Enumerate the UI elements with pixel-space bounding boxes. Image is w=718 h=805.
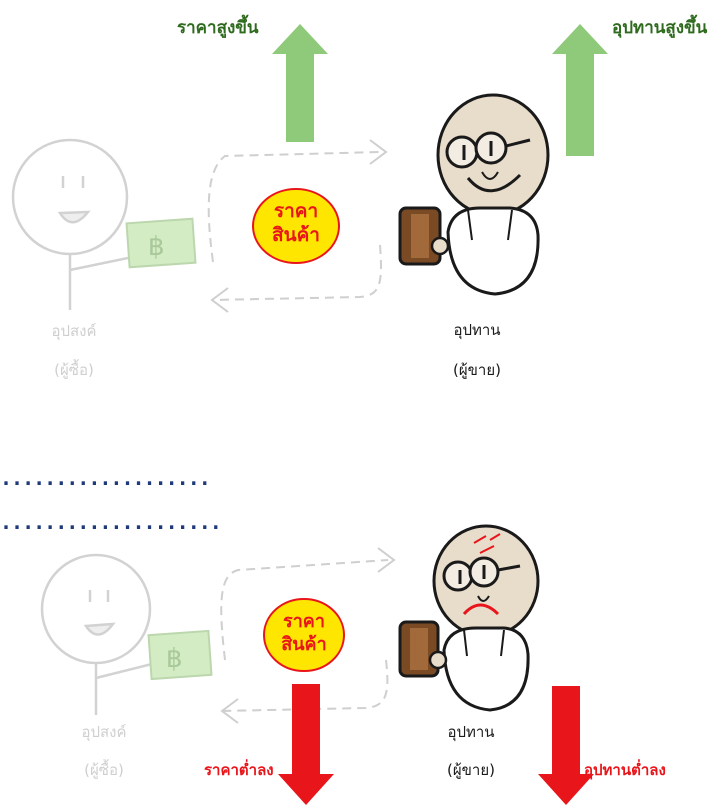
price-badge xyxy=(252,188,340,264)
banknote-icon-bottom: ฿ xyxy=(147,629,213,681)
flow-arrow-top-right xyxy=(207,139,388,263)
price-up-label: ราคาสูงขึ้น xyxy=(177,18,259,38)
separator-line-1: ................... xyxy=(0,466,211,490)
supply-sub: (ผู้ขาย) xyxy=(453,361,501,379)
supply-label-bottom: อุปทาน xyxy=(447,723,495,741)
seller-figure-sad xyxy=(398,524,540,712)
demand-sub-bottom: (ผู้ซื้อ) xyxy=(84,761,124,779)
price-badge-line2: สินค้า xyxy=(272,224,320,246)
buyer-figure xyxy=(11,138,129,310)
price-down-arrow xyxy=(278,684,334,805)
svg-text:฿: ฿ xyxy=(148,232,165,262)
flow-arrow-bottom-left xyxy=(220,659,389,724)
separator-line-2: .................... xyxy=(0,510,222,534)
flow-arrow-bottom-right xyxy=(220,547,396,661)
demand-sub: (ผู้ซื้อ) xyxy=(54,361,94,379)
supply-up-label: อุปทานสูงขึ้น xyxy=(612,18,708,38)
price-badge-bottom xyxy=(263,598,345,672)
price-badge-bottom-line1: ราคา xyxy=(283,611,325,632)
price-down-label: ราคาต่ำลง xyxy=(204,761,274,779)
svg-text:฿: ฿ xyxy=(166,644,183,674)
price-up-arrow xyxy=(272,24,328,142)
supply-up-arrow xyxy=(552,24,608,156)
price-badge-bottom-line2: สินค้า xyxy=(281,634,327,655)
demand-label-bottom: อุปสงค์ xyxy=(81,723,127,741)
seller-figure-happy xyxy=(398,93,550,296)
banknote-icon: ฿ xyxy=(125,217,197,269)
demand-label: อุปสงค์ xyxy=(51,322,97,340)
supply-sub-bottom: (ผู้ขาย) xyxy=(447,761,495,779)
price-badge-line1: ราคา xyxy=(273,200,319,222)
buyer-figure-bottom xyxy=(40,553,153,715)
supply-down-label: อุปทานต่ำลง xyxy=(584,761,666,779)
flow-arrow-top-left xyxy=(210,244,382,313)
supply-label: อุปทาน xyxy=(453,321,501,339)
supply-down-arrow xyxy=(538,686,594,805)
